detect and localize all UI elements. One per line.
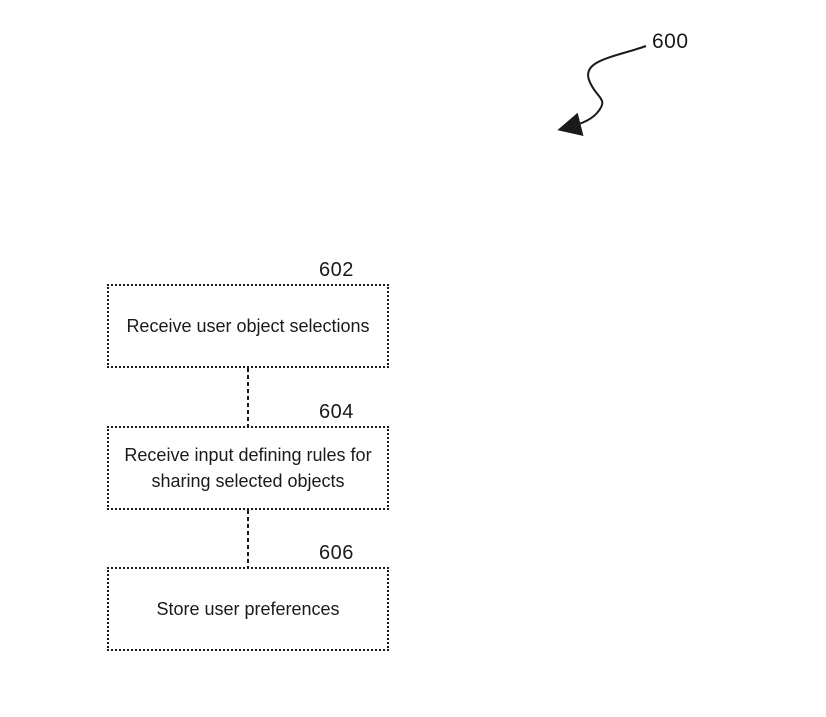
figure-reference-arrow xyxy=(557,45,647,136)
step-label-604: Receive input defining rules for sharing… xyxy=(124,445,372,491)
figure-reference-label: 600 xyxy=(652,30,689,53)
step-reference-606: 606 xyxy=(319,542,354,564)
step-box-602: Receive user object selections xyxy=(107,284,389,368)
step-label-602: Receive user object selections xyxy=(126,316,370,336)
step-box-606: Store user preferences xyxy=(107,567,389,651)
flow-step-606: 606 Store user preferences xyxy=(107,542,389,651)
step-label-606: Store user preferences xyxy=(156,599,340,619)
step-reference-602: 602 xyxy=(319,259,354,281)
step-reference-604: 604 xyxy=(319,401,354,423)
flow-step-602: 602 Receive user object selections xyxy=(107,259,389,368)
flow-step-604: 604 Receive input defining rules for sha… xyxy=(107,401,389,510)
step-box-604: Receive input defining rules for sharing… xyxy=(107,426,389,510)
